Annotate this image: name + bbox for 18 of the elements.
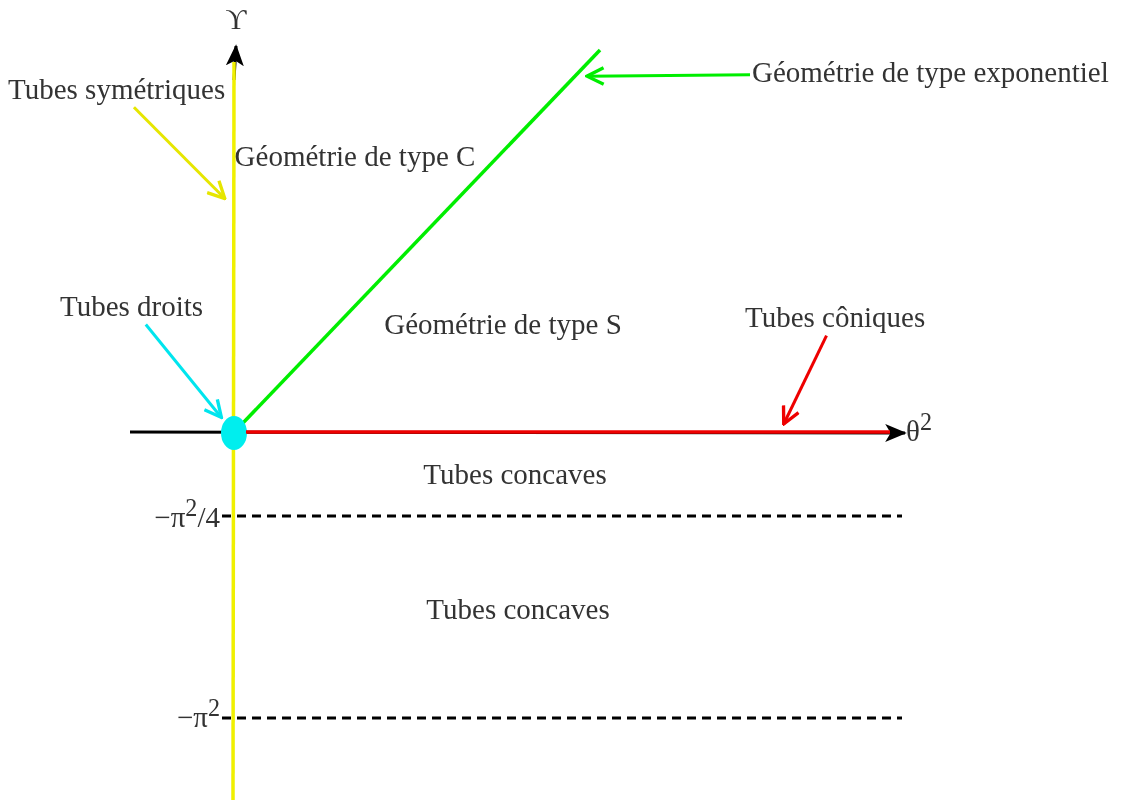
arrow xyxy=(144,323,224,420)
dot xyxy=(221,416,247,450)
arrow xyxy=(781,335,828,426)
annotation-text: Géométrie de type exponentiel xyxy=(752,57,1109,89)
axis-label: ϒ xyxy=(225,4,247,36)
annotation-text: Tubes droits xyxy=(60,291,204,323)
tick-label: −π$^{2}$ xyxy=(176,694,220,734)
axis-label: θ$^{2}$ xyxy=(906,408,932,448)
region-label: Tubes concaves xyxy=(426,594,610,626)
line-segment xyxy=(246,430,890,434)
annotation-text: Tubes côniques xyxy=(745,302,926,334)
region-label: Géométrie de type S xyxy=(384,309,622,341)
arrow xyxy=(585,66,750,86)
region-label: Tubes concaves xyxy=(423,459,607,491)
arrow xyxy=(132,106,227,201)
line-segment xyxy=(231,62,236,800)
tick-label: −π$^{2}$/4 xyxy=(154,494,220,534)
annotation-text: Tubes symétriques xyxy=(8,74,226,106)
